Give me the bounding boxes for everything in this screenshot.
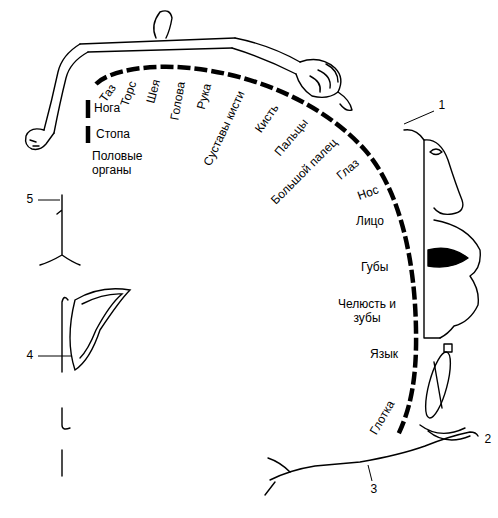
hook-line bbox=[62, 408, 70, 476]
eye bbox=[430, 149, 442, 155]
thumb bbox=[338, 92, 352, 110]
body-part-label: Кисть bbox=[253, 102, 282, 136]
body-part-label: Нос bbox=[356, 183, 381, 203]
leg bbox=[44, 44, 88, 133]
ventricle bbox=[70, 289, 130, 370]
body-part-label: Половые органы bbox=[92, 150, 172, 178]
homunculus bbox=[26, 11, 481, 440]
head bbox=[154, 11, 172, 38]
face-profile bbox=[424, 140, 480, 338]
leader-line bbox=[368, 465, 372, 481]
leader-line bbox=[38, 200, 60, 201]
leader-line bbox=[404, 111, 434, 124]
torso bbox=[80, 38, 235, 52]
callout-number: 4 bbox=[27, 349, 34, 363]
mouth bbox=[428, 248, 468, 267]
callout-number: 2 bbox=[485, 433, 492, 447]
callout-number: 1 bbox=[439, 99, 446, 113]
brain-outlines bbox=[40, 195, 478, 495]
arm bbox=[232, 38, 300, 74]
body-part-label: Торс bbox=[118, 80, 140, 109]
body-part-label: Челюсть и зубы bbox=[336, 298, 398, 326]
body-part-label: Рука bbox=[195, 82, 215, 111]
toes bbox=[30, 140, 39, 146]
body-part-label: Нога bbox=[94, 102, 120, 116]
body-part-label: Лицо bbox=[356, 215, 384, 229]
leader-line bbox=[38, 356, 72, 357]
leg-segments bbox=[86, 100, 91, 143]
body-part-label: Глаз bbox=[334, 157, 362, 184]
sulcus-branch bbox=[265, 458, 290, 495]
ventricle-inner bbox=[80, 294, 122, 358]
tongue-line bbox=[434, 362, 442, 408]
jaw-mark bbox=[444, 344, 452, 352]
body-part-label: Глотка bbox=[368, 398, 398, 437]
cortex-segments bbox=[96, 67, 416, 435]
pharynx bbox=[420, 425, 470, 440]
body-part-label: Пальцы bbox=[272, 116, 311, 159]
callout-number: 3 bbox=[371, 483, 378, 497]
body-part-label: Губы bbox=[361, 261, 388, 275]
fingers bbox=[310, 64, 338, 92]
body-part-label: Голова bbox=[168, 81, 188, 122]
hand bbox=[296, 60, 341, 98]
face-back bbox=[404, 130, 440, 338]
leader-lines bbox=[38, 111, 434, 481]
body-part-label: Шея bbox=[144, 78, 164, 105]
cortex-map bbox=[88, 67, 416, 435]
body-part-label: Язык bbox=[370, 348, 398, 362]
foot bbox=[26, 129, 54, 150]
medial-line bbox=[40, 195, 80, 265]
callout-number: 5 bbox=[27, 193, 34, 207]
body-part-label: Стопа bbox=[96, 128, 130, 142]
sulcus-line bbox=[270, 432, 478, 480]
tongue bbox=[421, 350, 456, 420]
ventricle-side bbox=[62, 297, 68, 372]
